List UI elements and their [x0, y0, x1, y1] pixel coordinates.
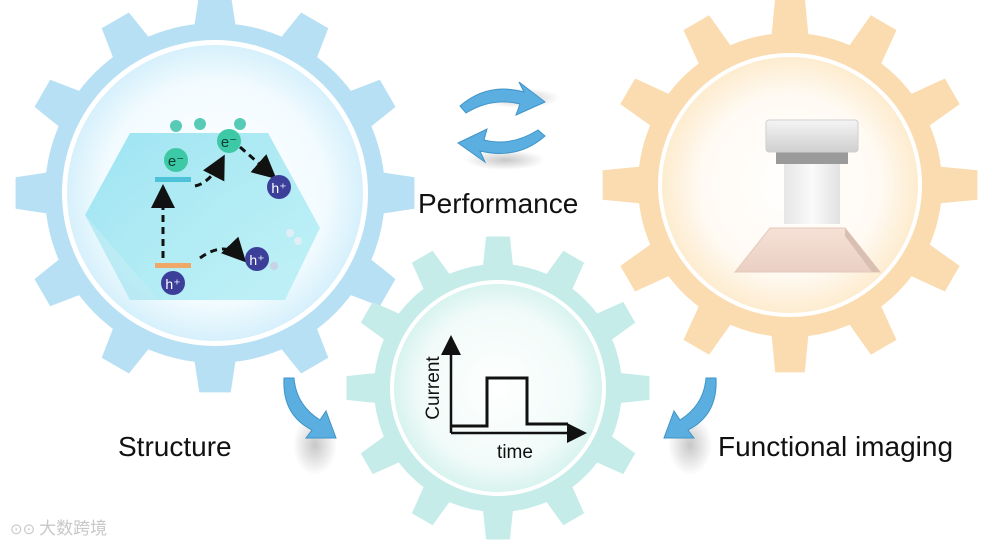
hole-particle: h⁺ [161, 271, 185, 295]
svg-text:e⁻: e⁻ [221, 134, 237, 151]
electron-particle: e⁻ [217, 129, 241, 153]
hole-particle: h⁺ [267, 175, 291, 199]
structure-to-performance-arrow-icon [283, 377, 337, 439]
functional-imaging-label: Functional imaging [718, 431, 954, 462]
performance-label: Performance [418, 188, 579, 219]
microscope-objective-illustration [733, 119, 882, 273]
plot-y-label: Current [423, 356, 444, 420]
hole-particle: h⁺ [245, 247, 269, 271]
structure-label: Structure [118, 431, 232, 462]
conduction-band-bar [155, 177, 191, 182]
current-pulse-trace [451, 376, 568, 428]
crystal-band-diagram: e⁻ e⁻ h⁺ h⁺ h⁺ [85, 118, 320, 300]
valence-band-bar [155, 263, 191, 268]
svg-text:e⁻: e⁻ [168, 153, 184, 170]
svg-text:h⁺: h⁺ [165, 276, 180, 292]
plot-x-label: time [497, 442, 533, 463]
electron-particle: e⁻ [164, 148, 188, 172]
watermark: ⊙⊙大数跨境 [10, 519, 108, 538]
watermark-logo-icon: ⊙⊙ [10, 521, 36, 538]
svg-text:h⁺: h⁺ [249, 252, 264, 268]
cycle-arrow-icon [457, 81, 546, 164]
current-time-plot: Current time [423, 335, 587, 463]
svg-text:h⁺: h⁺ [271, 180, 286, 196]
imaging-to-performance-arrow-icon [663, 377, 717, 439]
